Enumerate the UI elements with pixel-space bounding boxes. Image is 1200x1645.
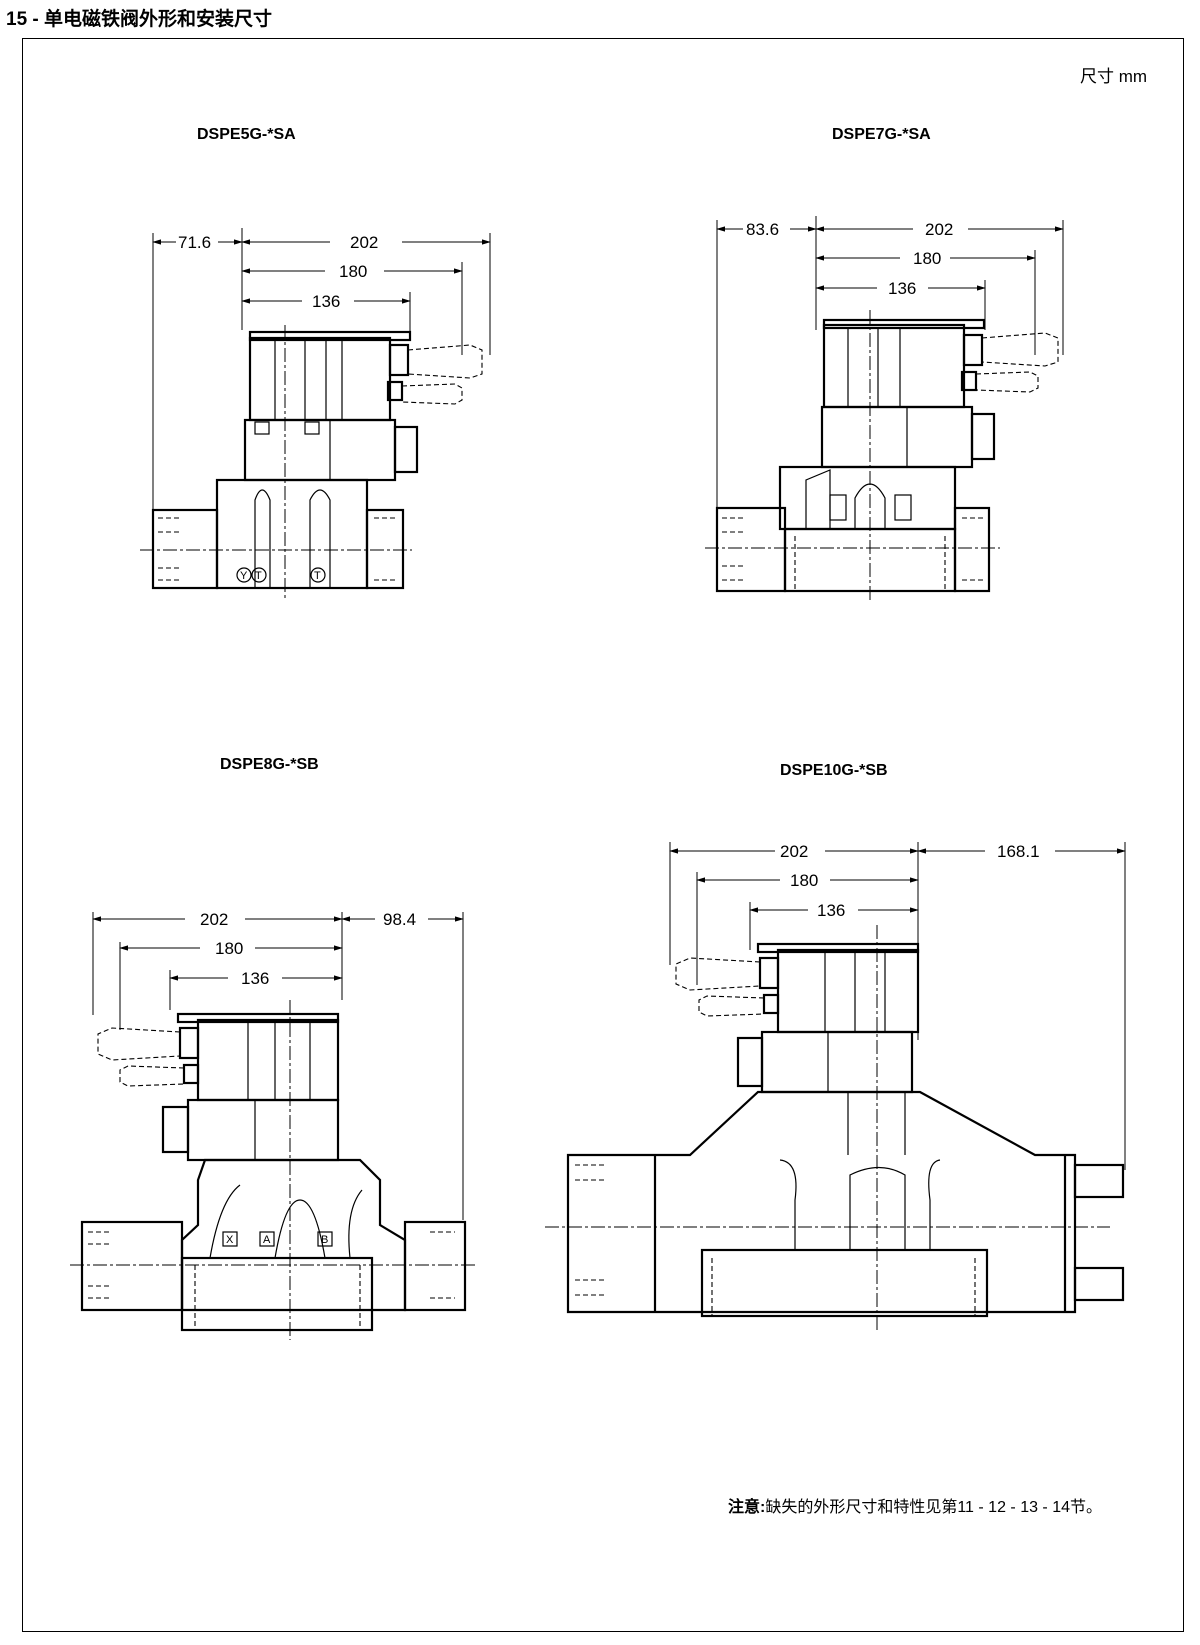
port-x-dspe8g: X [226, 1234, 234, 1246]
dim-dspe8g-202: 202 [200, 910, 228, 929]
dim-dspe8g-136: 136 [241, 969, 269, 988]
model-label-dspe5g: DSPE5G-*SA [197, 126, 296, 143]
dim-dspe7g-180: 180 [913, 249, 941, 268]
unit-label: 尺寸 mm [1080, 67, 1148, 86]
model-label-dspe8g: DSPE8G-*SB [220, 756, 319, 773]
port-t2-dspe5g: T [314, 570, 321, 582]
port-b-dspe8g: B [321, 1234, 328, 1246]
port-y-dspe5g: Y [240, 570, 248, 582]
port-t1-dspe5g: T [255, 570, 262, 582]
footnote-prefix: 注意: [728, 1499, 766, 1516]
section-title: 15 - 单电磁铁阀外形和安装尺寸 [6, 9, 273, 30]
port-a-dspe8g: A [263, 1234, 271, 1246]
drawing-dspe5g: 71.6 202 180 136 Y T [140, 228, 491, 600]
dim-dspe8g-98-4: 98.4 [383, 910, 416, 929]
dim-dspe5g-136: 136 [312, 292, 340, 311]
model-label-dspe10g: DSPE10G-*SB [780, 762, 888, 779]
dim-dspe10g-168-1: 168.1 [997, 842, 1040, 861]
drawing-dspe7g: 83.6 202 180 136 [705, 216, 1064, 600]
dim-dspe7g-202: 202 [925, 220, 953, 239]
dim-dspe5g-180: 180 [339, 262, 367, 281]
dim-dspe5g-202: 202 [350, 233, 378, 252]
drawing-dspe8g: 202 98.4 180 136 X A B [70, 910, 478, 1340]
dim-dspe7g-83-6: 83.6 [746, 220, 779, 239]
dim-dspe7g-136: 136 [888, 279, 916, 298]
model-label-dspe7g: DSPE7G-*SA [832, 126, 931, 143]
footnote-text: 缺失的外形尺寸和特性见第11 - 12 - 13 - 14节。 [765, 1499, 1103, 1516]
footnote: 注意:缺失的外形尺寸和特性见第11 - 12 - 13 - 14节。 [728, 1495, 1148, 1520]
drawing-frame [22, 38, 1184, 1632]
dim-dspe10g-202: 202 [780, 842, 808, 861]
dim-dspe8g-180: 180 [215, 939, 243, 958]
dim-dspe5g-71-6: 71.6 [178, 233, 211, 252]
dim-dspe10g-180: 180 [790, 871, 818, 890]
drawing-dspe10g: 202 168.1 180 136 [545, 842, 1126, 1330]
dim-dspe10g-136: 136 [817, 901, 845, 920]
